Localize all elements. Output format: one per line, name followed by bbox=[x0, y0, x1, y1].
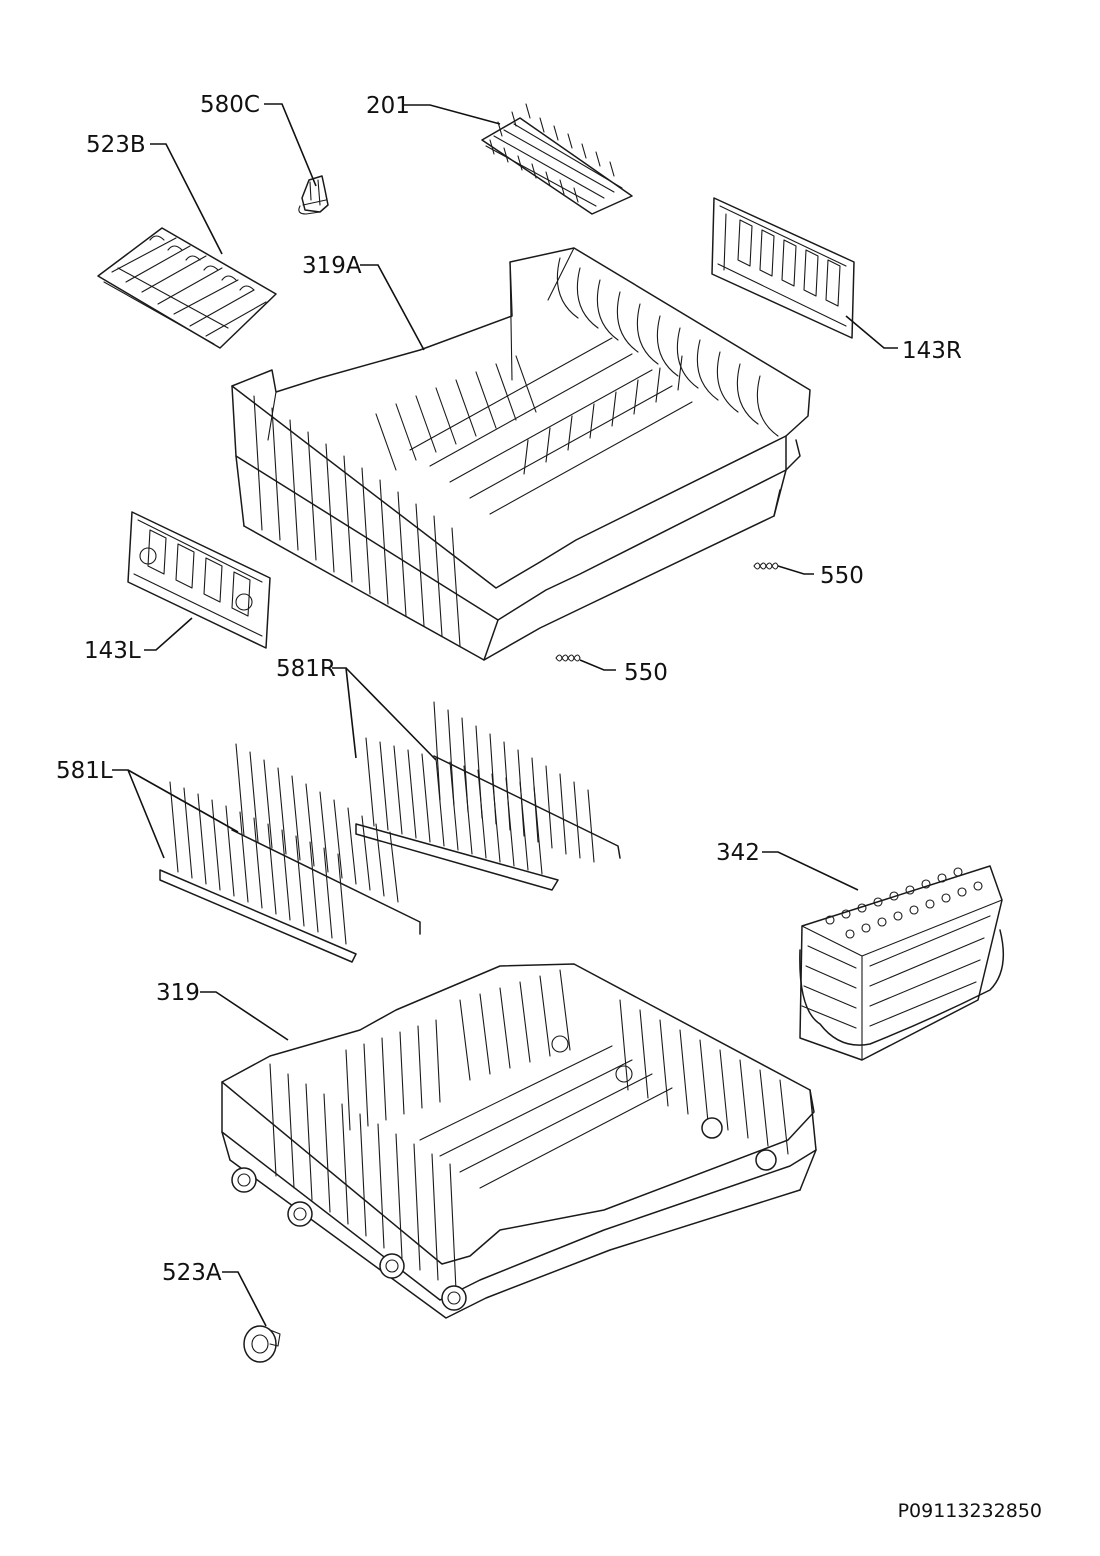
part-label: 581R bbox=[276, 656, 336, 682]
part-550a-callout: 550 bbox=[777, 563, 864, 589]
cup-rack-icon bbox=[481, 103, 633, 215]
cutlery-basket-icon bbox=[799, 865, 1005, 1061]
part-label: 143R bbox=[902, 338, 962, 364]
part-label: 580C bbox=[200, 92, 260, 118]
part-580C-callout: 580C bbox=[200, 92, 317, 187]
cutlery-tray-icon bbox=[97, 227, 277, 349]
part-label: 143L bbox=[84, 638, 141, 664]
part-143R-callout: 143R bbox=[845, 315, 962, 364]
part-342-callout: 342 bbox=[716, 840, 859, 891]
spring-icon bbox=[555, 654, 581, 662]
part-label: 523A bbox=[162, 1260, 222, 1286]
part-label: 319 bbox=[156, 980, 200, 1006]
part-550b-callout: 550 bbox=[579, 659, 668, 686]
part-319-callout: 319 bbox=[156, 980, 289, 1041]
part-581L-callout: 581L bbox=[56, 758, 239, 859]
right-plate-rack-icon bbox=[355, 701, 621, 891]
part-label: 201 bbox=[366, 93, 410, 119]
part-label: 550 bbox=[820, 563, 864, 589]
left-side-rail-icon bbox=[127, 511, 271, 649]
part-label: 581L bbox=[56, 758, 113, 784]
part-319A-callout: 319A bbox=[302, 253, 425, 351]
part-523B-callout: 523B bbox=[86, 132, 223, 255]
part-label: 550 bbox=[624, 660, 668, 686]
wheel-icon bbox=[243, 1325, 281, 1363]
lower-basket-icon bbox=[221, 963, 817, 1319]
part-581R-callout: 581R bbox=[276, 656, 437, 761]
part-label: 523B bbox=[86, 132, 146, 158]
upper-basket-icon bbox=[231, 247, 811, 661]
part-label: 319A bbox=[302, 253, 362, 279]
drawing-reference-code: P09113232850 bbox=[897, 1500, 1042, 1522]
clip-icon bbox=[298, 175, 329, 215]
left-plate-rack-icon bbox=[159, 743, 421, 963]
part-201-callout: 201 bbox=[366, 93, 501, 125]
part-143L-callout: 143L bbox=[84, 617, 193, 664]
right-side-rail-icon bbox=[711, 197, 855, 339]
spring-icon bbox=[753, 562, 779, 570]
part-label: 342 bbox=[716, 840, 760, 866]
part-523A-callout: 523A bbox=[162, 1260, 267, 1327]
